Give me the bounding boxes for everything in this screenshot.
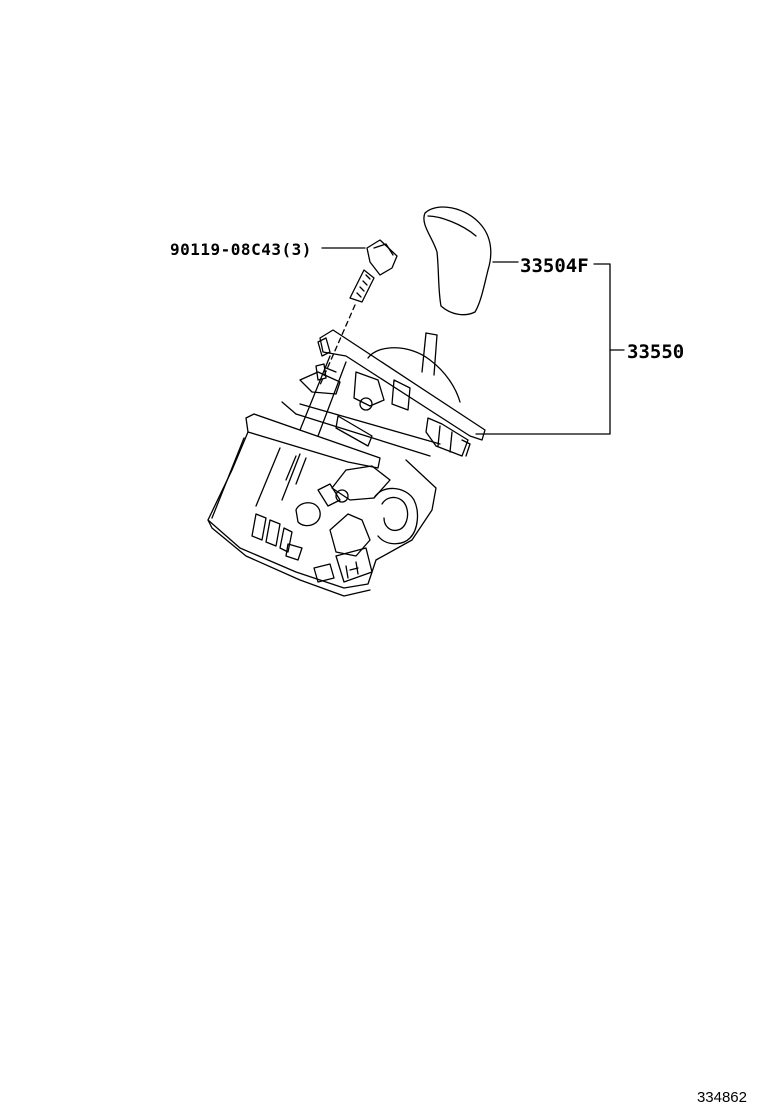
callout-knob-part-number: 33504F [520,255,589,277]
shift-lever-assembly [207,329,486,597]
bolt [319,239,398,386]
leader-lines [321,247,625,435]
figure-number: 334862 [696,1089,747,1106]
callout-assembly-part-number: 33550 [627,341,685,363]
lever-shaft [421,332,438,376]
callout-bolt-part-number: 90119-08C43(3) [170,240,312,259]
shift-knob [423,206,492,316]
